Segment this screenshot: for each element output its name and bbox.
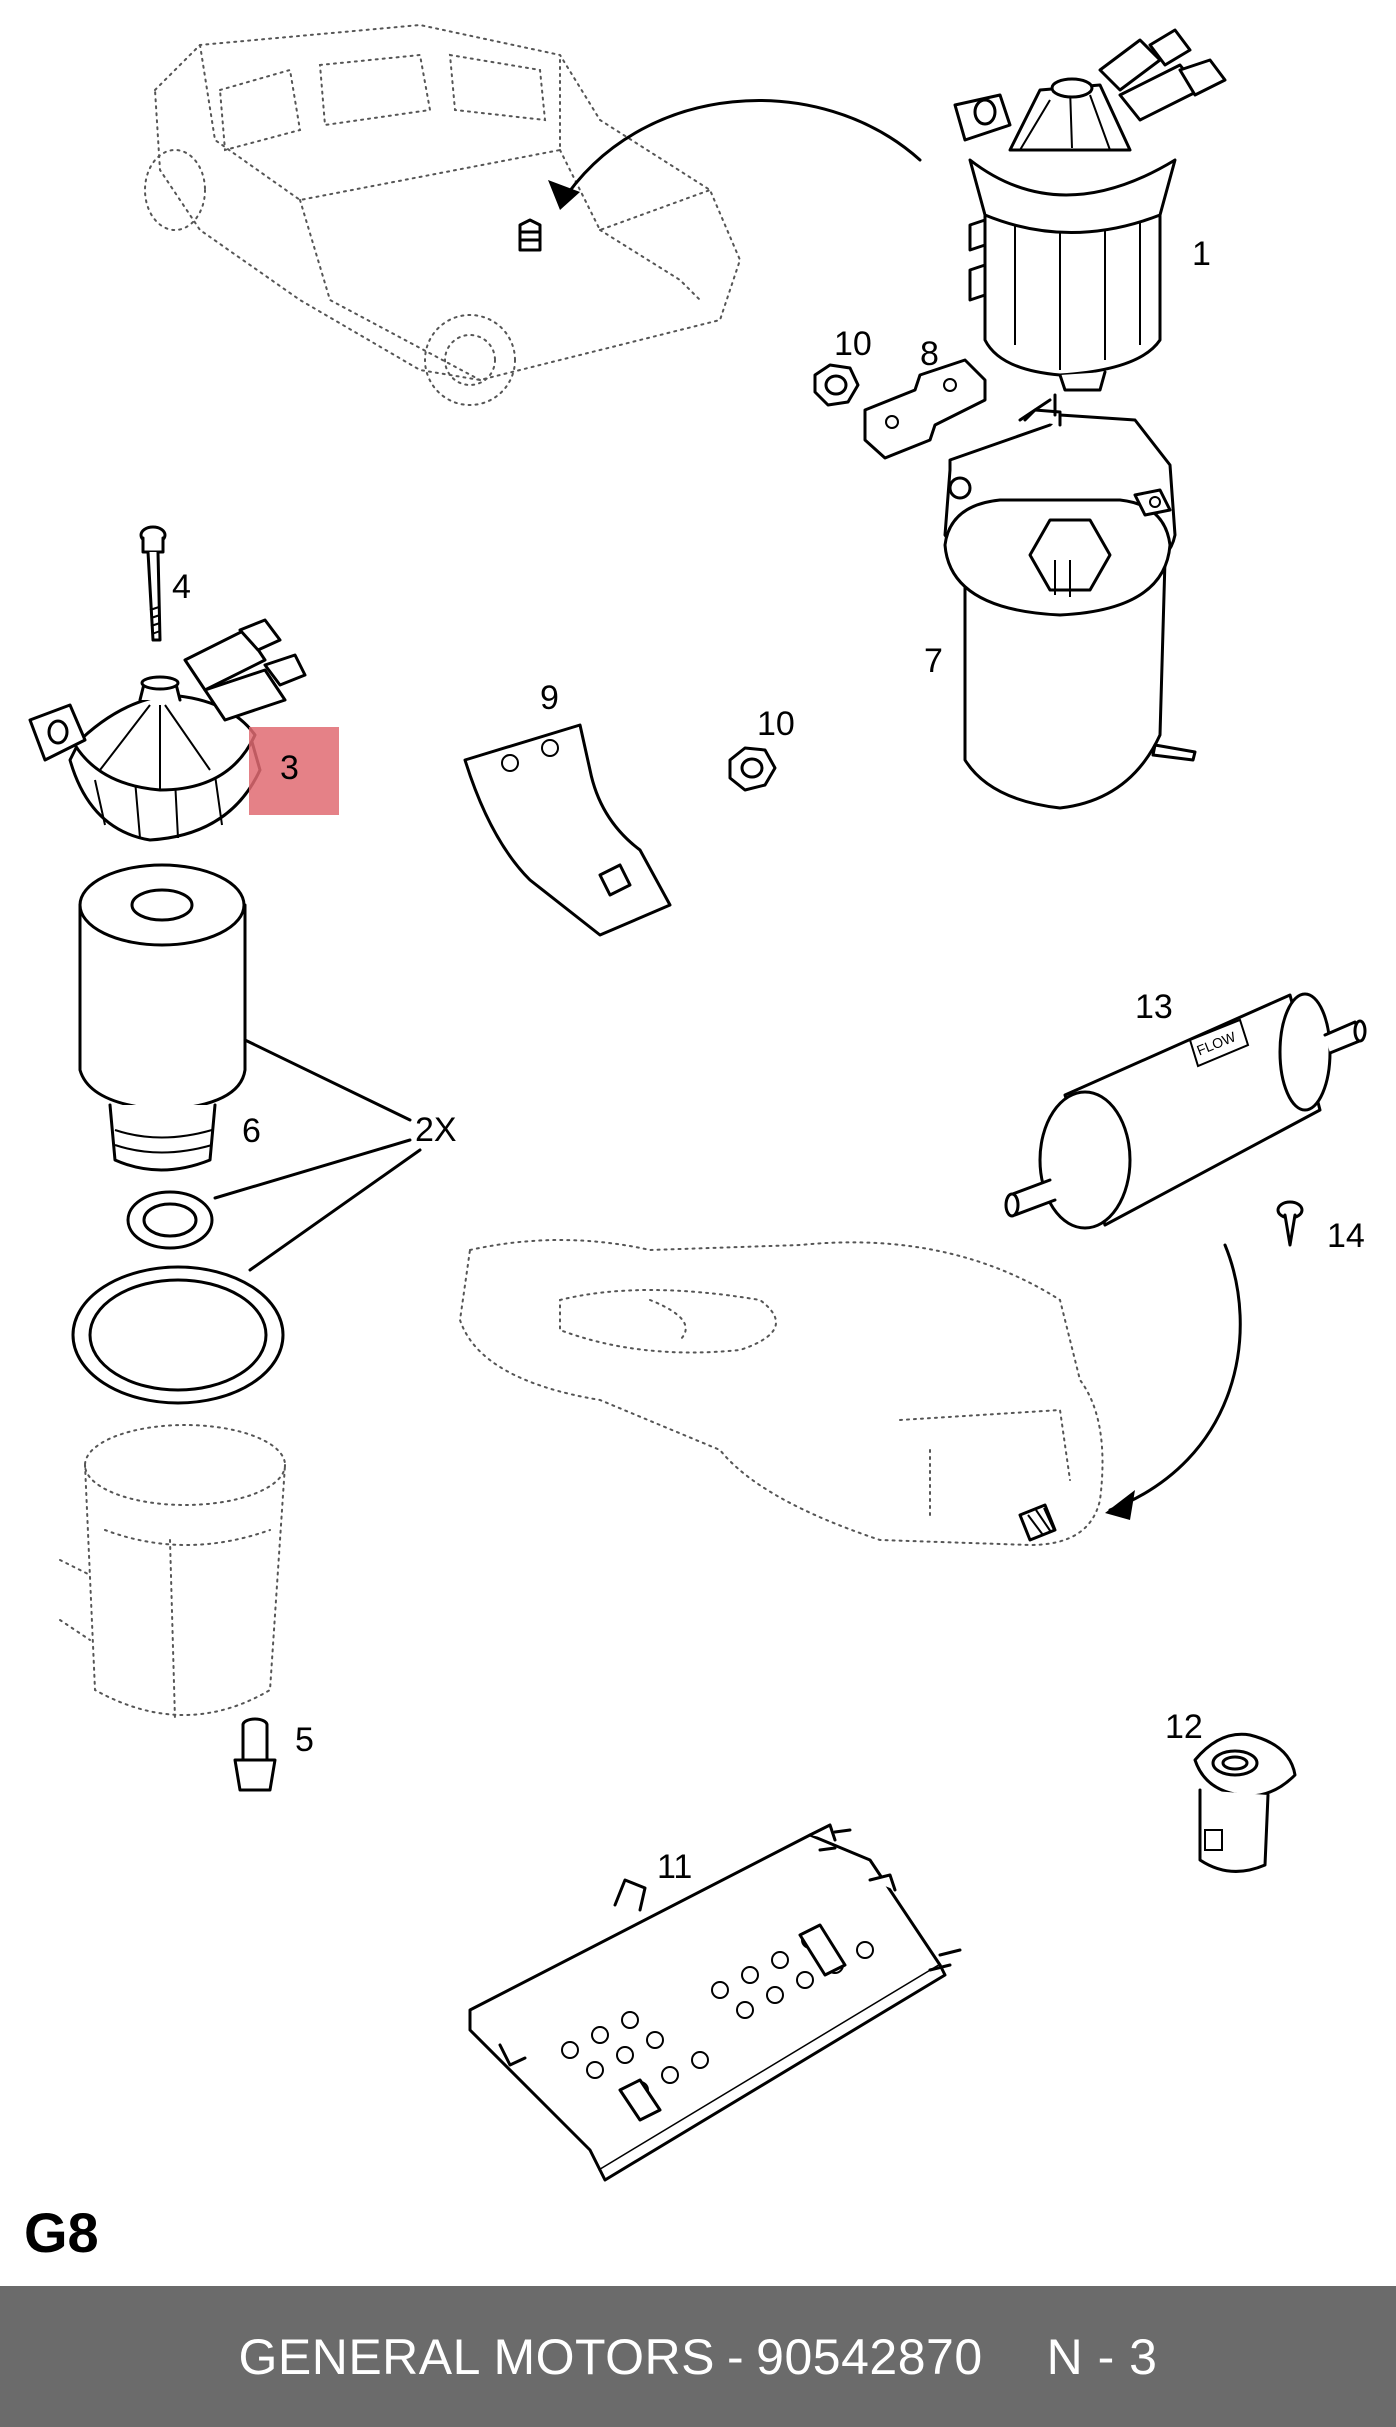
filter-bowl-outline [59, 1424, 286, 1721]
callout-14: 14 [1327, 1217, 1365, 1255]
filter-housing [943, 393, 1197, 810]
callout-1: 1 [1192, 235, 1211, 273]
callout-6: 6 [242, 1112, 261, 1150]
long-bolt [139, 525, 167, 642]
plug-connector [1193, 1732, 1297, 1873]
fuel-filter-assembly [953, 28, 1227, 392]
callout-quantity: 2X [415, 1111, 457, 1149]
quantity-leaders [213, 1038, 422, 1272]
part-highlight [249, 727, 339, 815]
callout-10-top: 10 [834, 325, 872, 363]
bracket-plate [863, 358, 987, 460]
small-gasket [126, 1190, 214, 1250]
callout-10-middle: 10 [757, 705, 795, 743]
footer-bar: GENERAL MOTORS - 90542870 N - 3 [0, 2286, 1396, 2427]
footer-part-number: 90542870 [756, 2328, 983, 2385]
page-code: G8 [24, 2201, 99, 2264]
inline-fuel-filter: FLOW [1004, 992, 1367, 1230]
location-arrow-bottom [1105, 1243, 1242, 1520]
heat-shield-plate [468, 1823, 962, 2182]
callout-7: 7 [924, 642, 943, 680]
footer-brand: GENERAL MOTORS [238, 2328, 716, 2385]
drain-screw [233, 1717, 277, 1792]
large-seal-ring [71, 1265, 285, 1405]
footer-position: N - 3 [1046, 2328, 1158, 2385]
nut-middle [728, 746, 777, 792]
callout-9: 9 [540, 679, 559, 717]
callout-13: 13 [1135, 988, 1173, 1026]
filter-element [78, 863, 247, 1172]
vehicle-outline [144, 23, 742, 406]
callout-3: 3 [280, 749, 299, 787]
mounting-bracket [463, 723, 672, 937]
small-screw [1276, 1200, 1304, 1247]
callout-5: 5 [295, 1721, 314, 1759]
callout-11: 11 [657, 1848, 692, 1886]
location-arrow-top [548, 99, 922, 210]
fuel-tank-outline [458, 1239, 1104, 1547]
callout-8: 8 [920, 335, 939, 373]
nut-top [813, 363, 860, 407]
footer-dash: - [727, 2328, 745, 2385]
callout-4: 4 [172, 568, 191, 606]
parts-diagram: FLOW [28, 23, 1367, 2182]
callout-12: 12 [1165, 1708, 1203, 1746]
